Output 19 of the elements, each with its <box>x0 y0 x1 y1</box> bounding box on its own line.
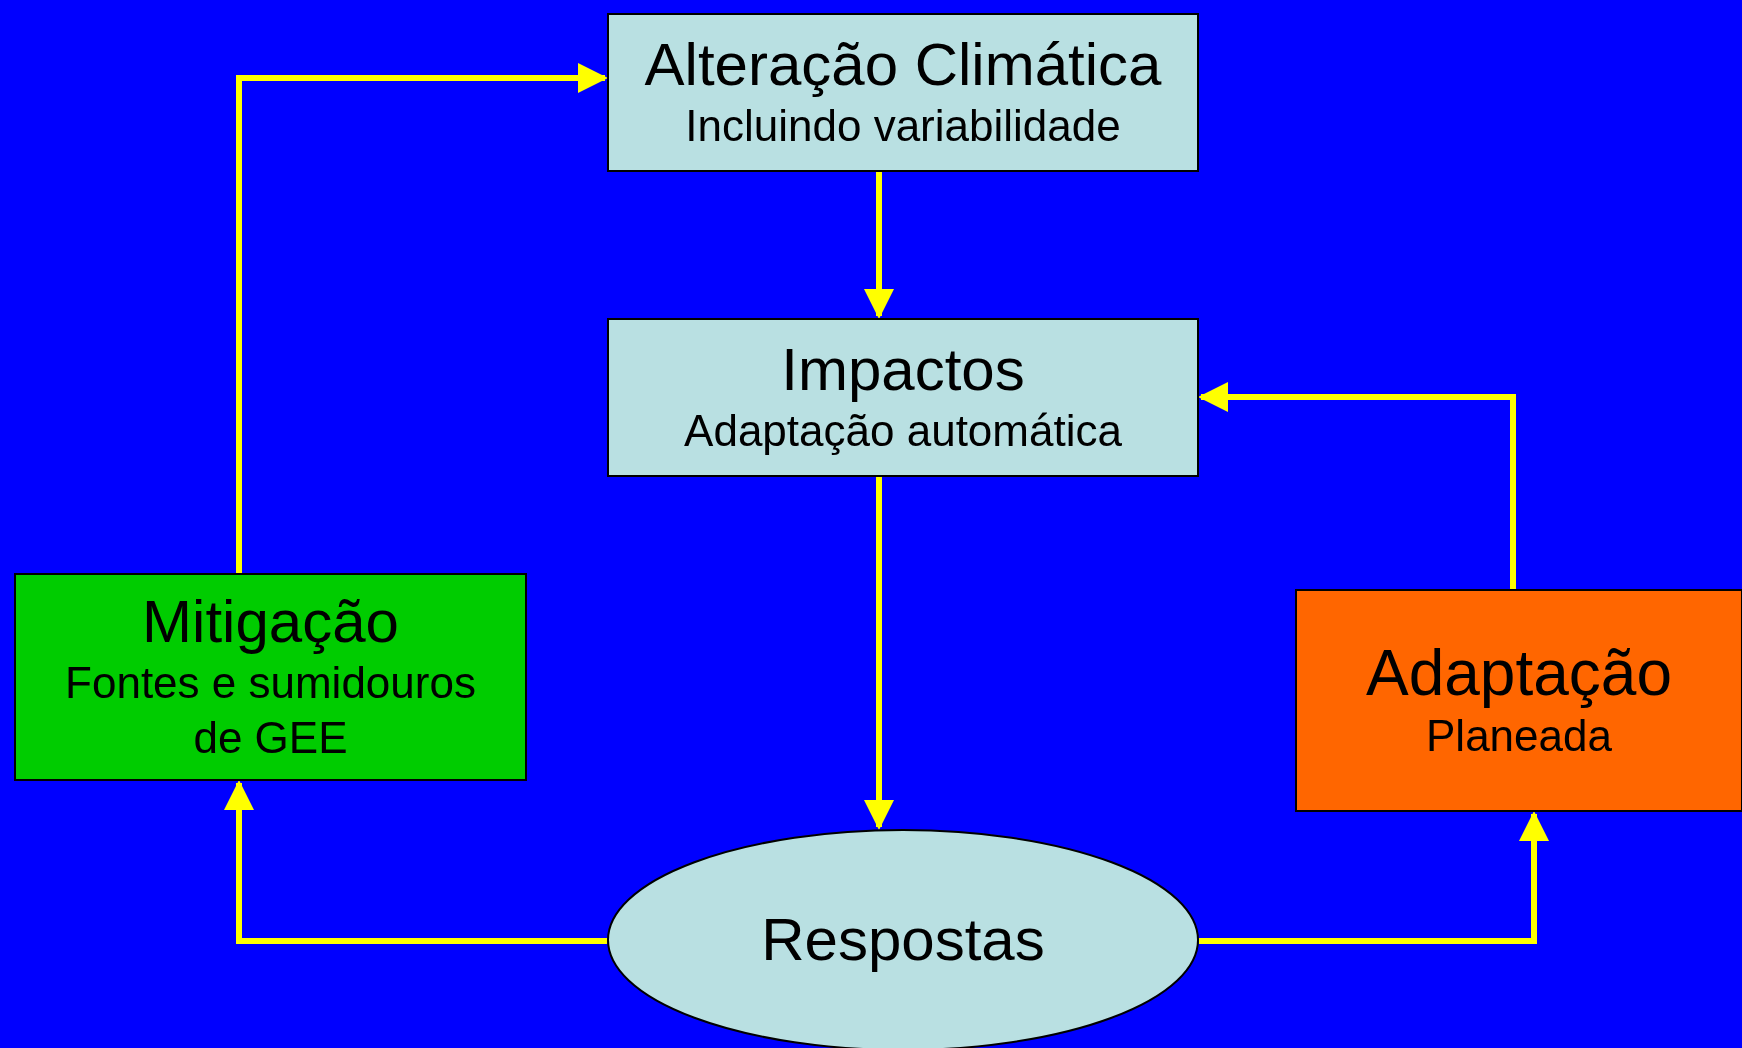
arrow <box>864 477 894 830</box>
node-title: Impactos <box>781 337 1025 403</box>
process-box <box>607 318 1199 477</box>
arrow <box>1198 382 1516 589</box>
arrow <box>224 780 607 944</box>
arrow <box>236 63 608 573</box>
arrow <box>1199 811 1549 944</box>
process-box <box>607 13 1199 172</box>
node-subtitle: Fontes e sumidouros de GEE <box>64 657 477 764</box>
node-subtitle: Planeada <box>1426 710 1612 763</box>
node-title: Respostas <box>761 907 1045 973</box>
node-subtitle: Incluindo variabilidade <box>685 100 1121 152</box>
process-box <box>14 573 527 781</box>
process-box <box>1295 589 1742 812</box>
arrow <box>864 172 894 319</box>
node-title: Alteração Climática <box>644 32 1162 98</box>
node-title: Adaptação <box>1366 637 1672 709</box>
node-subtitle: Adaptação automática <box>684 405 1122 457</box>
node-title: Mitigação <box>142 589 399 655</box>
